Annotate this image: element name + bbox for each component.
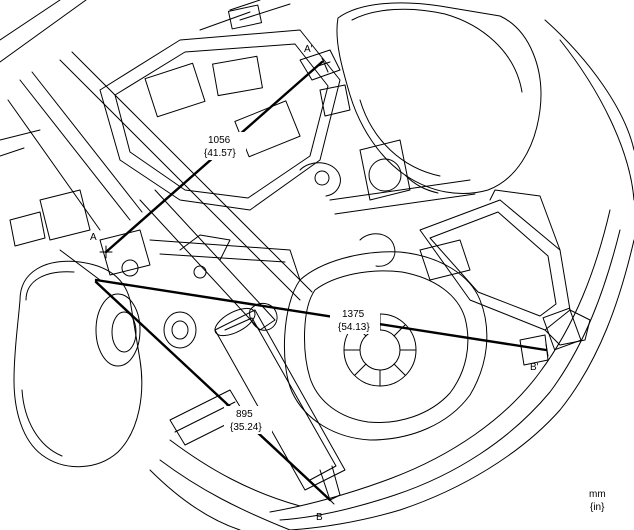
frame-rails <box>7 71 476 281</box>
point-label-a-prime: A' <box>304 44 313 55</box>
front-tire <box>13 260 197 468</box>
dimension-line-a-b-prime <box>94 278 548 352</box>
dimension-value-mm: 895 <box>236 409 253 420</box>
dimension-label-a-b-prime: 1375 {54.13} <box>330 306 380 334</box>
dimension-label-a-b: 895 {35.24} <box>224 406 272 434</box>
point-a-marker <box>99 245 113 259</box>
dimension-value-inch: {41.57} <box>204 148 236 159</box>
point-label-b-prime: B' <box>530 362 539 373</box>
point-labels: A A' B' B <box>90 44 539 523</box>
reference-markers <box>99 57 549 505</box>
dimension-labels: 1056 {41.57} 1375 {54.13} 895 {35.24} <box>198 132 380 434</box>
point-a-prime-marker <box>317 57 331 73</box>
dimension-label-a-a-prime: 1056 {41.57} <box>198 132 246 160</box>
units-legend: mm {in} <box>589 489 606 513</box>
rear-tire <box>336 2 542 195</box>
dimension-value-mm: 1056 <box>208 135 231 146</box>
units-secondary: {in} <box>590 502 605 513</box>
dimension-line-a-b <box>94 280 332 502</box>
engine-block <box>99 0 341 211</box>
point-b-prime-marker <box>545 343 549 357</box>
rear-brackets <box>359 233 549 366</box>
dimension-value-inch: {35.24} <box>230 422 262 433</box>
point-label-a: A <box>90 232 97 243</box>
fuel-tank <box>284 251 488 441</box>
dimension-value-mm: 1375 <box>342 309 365 320</box>
point-b-marker <box>325 495 335 505</box>
point-label-b: B <box>316 512 323 523</box>
dimension-value-inch: {54.13} <box>338 322 370 333</box>
units-primary: mm <box>589 489 606 500</box>
front-components <box>9 189 207 281</box>
rear-suspension <box>419 189 591 351</box>
